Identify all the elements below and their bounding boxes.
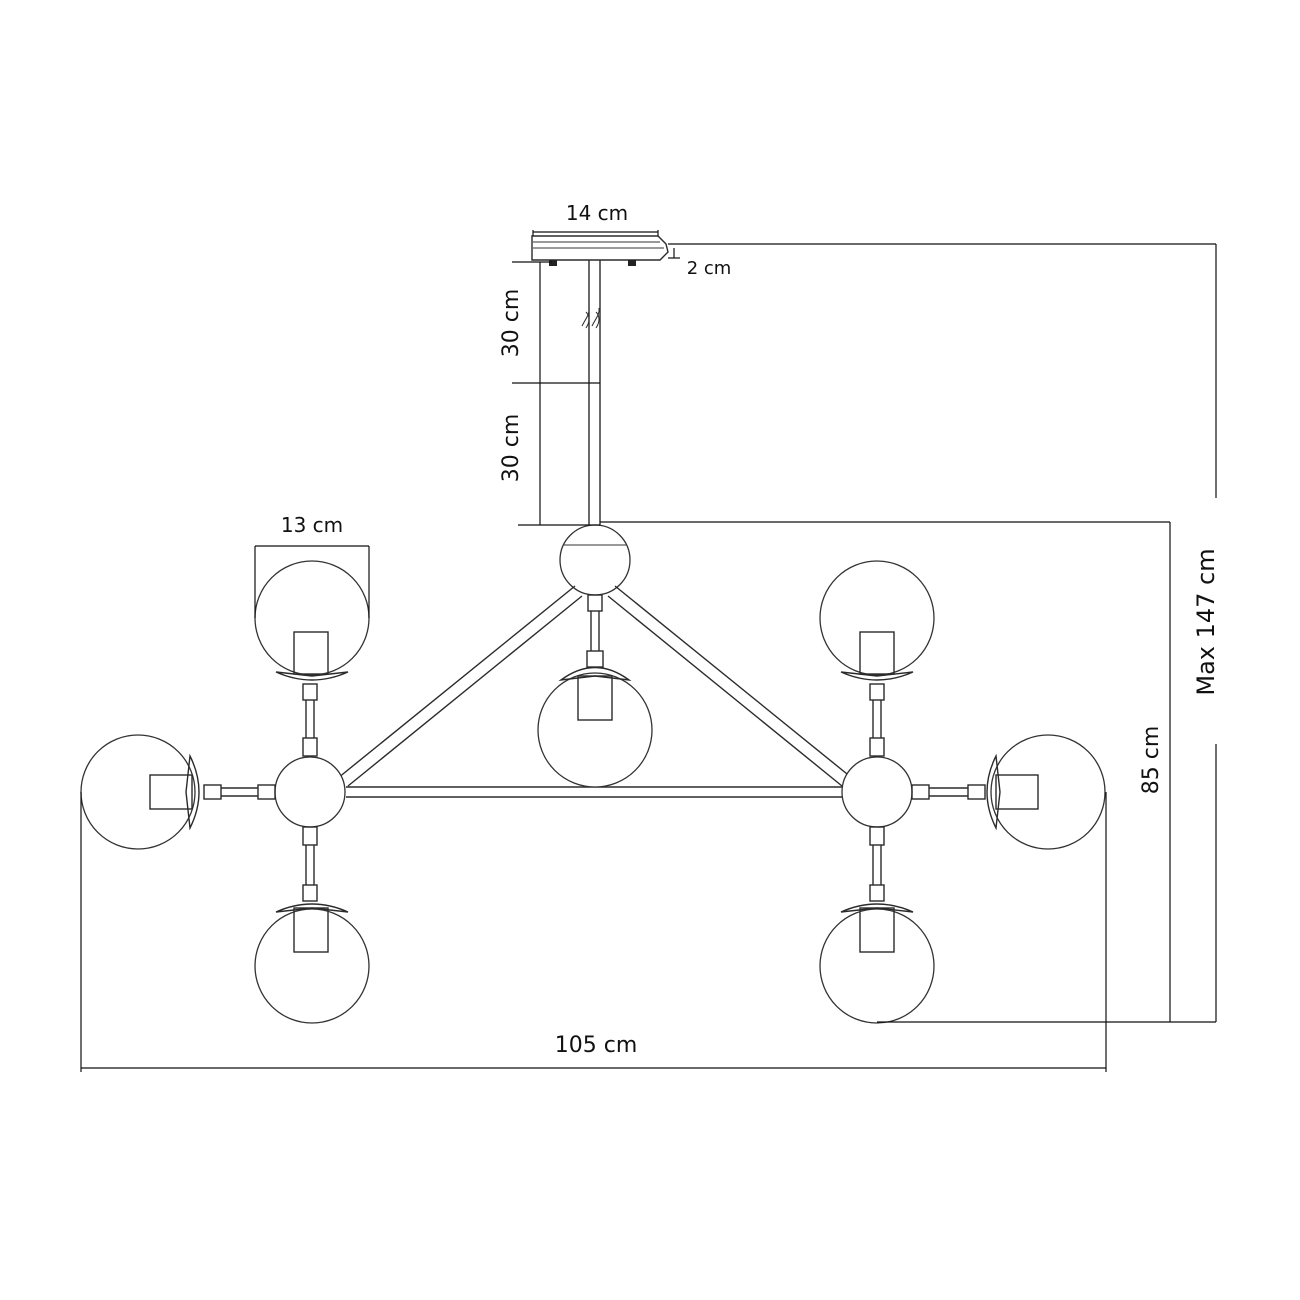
top-hub bbox=[559, 524, 631, 596]
globe-left-bottom bbox=[254, 903, 370, 1024]
dimension-body-height bbox=[600, 521, 1216, 1023]
right-hub bbox=[841, 683, 986, 902]
label-canopy-height: 2 cm bbox=[687, 258, 732, 279]
globe-right-top bbox=[819, 560, 935, 681]
center-lamp bbox=[537, 594, 653, 788]
dimension-total-width bbox=[80, 792, 1107, 1072]
globe-left-top bbox=[254, 560, 370, 681]
globe-left-side bbox=[80, 734, 200, 850]
label-rod-upper: 30 cm bbox=[499, 289, 524, 358]
dimension-canopy-height bbox=[668, 243, 1216, 259]
left-hub bbox=[203, 683, 346, 902]
label-globe-diameter: 13 cm bbox=[281, 513, 343, 537]
globe-right-side bbox=[986, 734, 1106, 850]
dimension-globe-diameter bbox=[254, 545, 370, 618]
suspension-rod bbox=[581, 260, 601, 528]
label-body-height: 85 cm bbox=[1139, 726, 1164, 795]
dimension-rod bbox=[512, 261, 600, 526]
label-rod-lower: 30 cm bbox=[499, 414, 524, 483]
globe-right-bottom bbox=[819, 903, 935, 1024]
label-total-width: 105 cm bbox=[555, 1033, 638, 1058]
label-total-height: Max 147 cm bbox=[1192, 548, 1220, 695]
ceiling-canopy bbox=[531, 235, 669, 266]
dimension-canopy-width bbox=[532, 230, 659, 236]
label-canopy-width: 14 cm bbox=[566, 201, 628, 225]
